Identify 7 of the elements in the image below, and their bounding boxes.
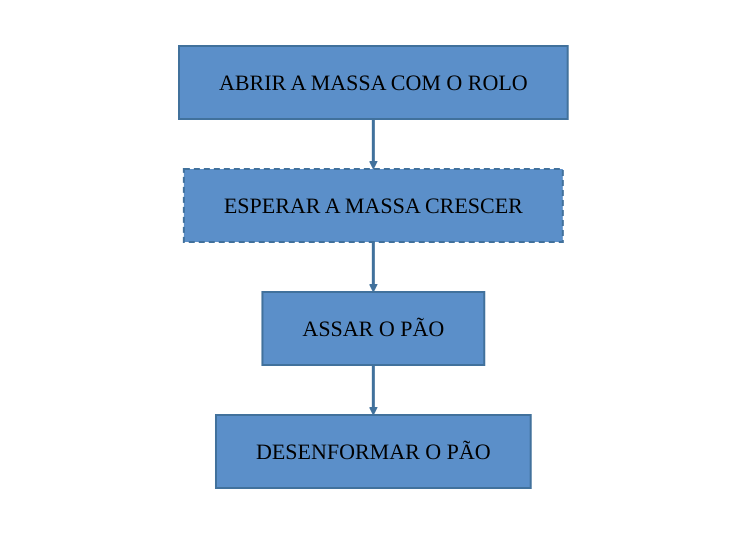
arrow <box>369 364 378 415</box>
node-box: ABRIR A MASSA COM O ROLO <box>178 44 569 120</box>
arrow <box>369 118 378 169</box>
arrow <box>369 242 378 292</box>
node-box: ASSAR O PÃO <box>262 290 486 366</box>
node-box: ESPERAR A MASSA CRESCER <box>183 168 564 242</box>
node-box: DESENFORMAR O PÃO <box>215 414 532 488</box>
